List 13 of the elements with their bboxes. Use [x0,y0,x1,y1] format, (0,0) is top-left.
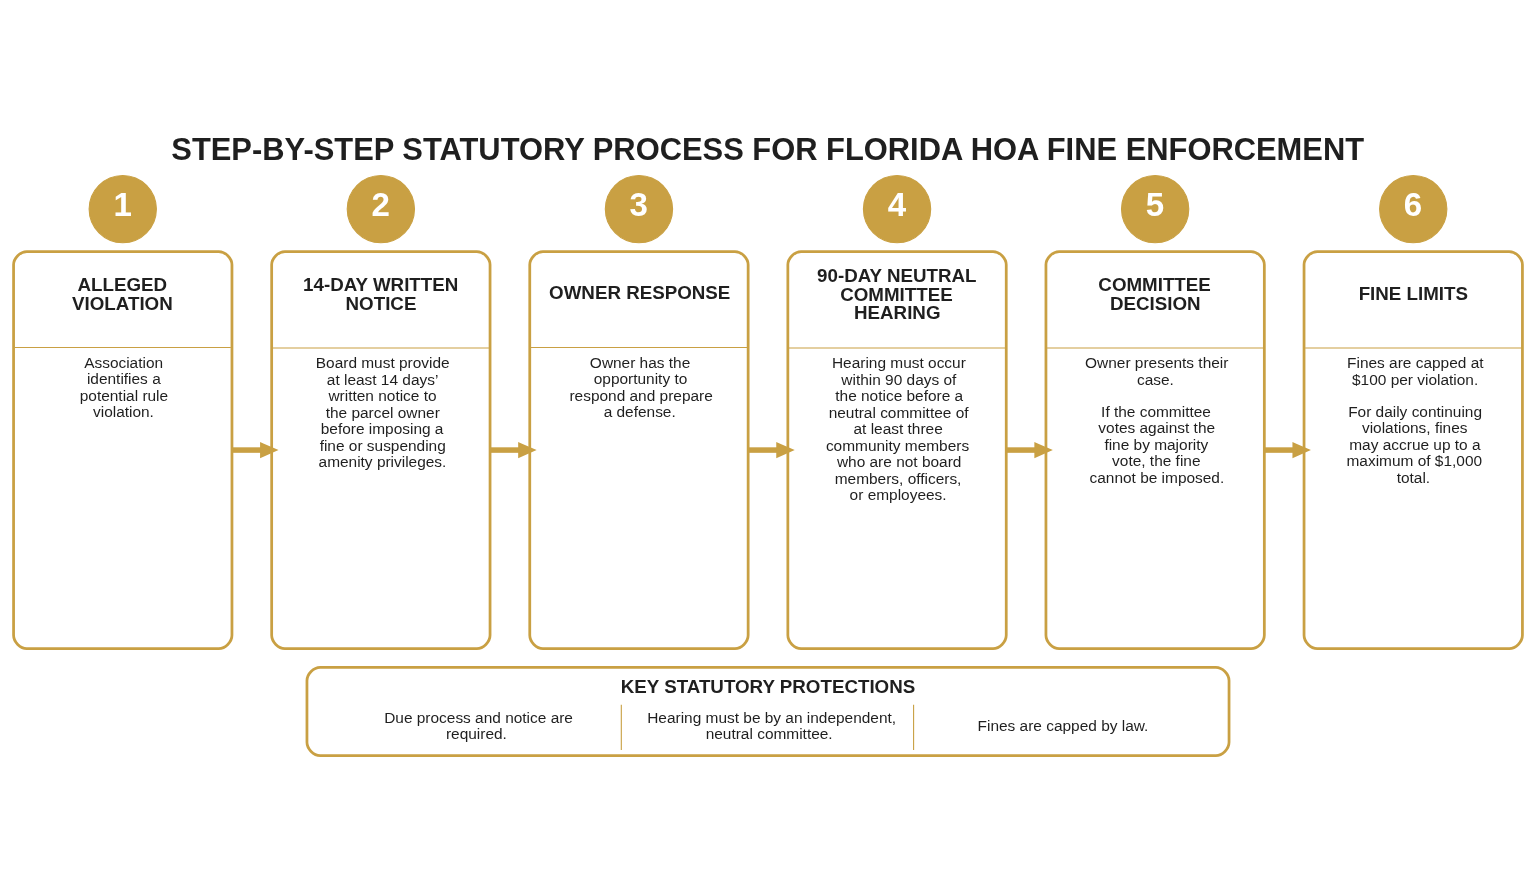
node-circle: 1 [88,174,157,243]
node-circle: 6 [1379,174,1448,243]
arrow [1264,441,1311,458]
arrow [232,441,279,458]
node-circle: 5 [1120,174,1190,243]
node-circle: 3 [604,174,674,243]
diagram-title: STEP-BY-STEP STATUTORY PROCESS FOR FLORIDA HOA FINE ENFORCEMENT [171,131,1365,167]
node-circle: 2 [346,174,416,243]
arrow [490,441,537,458]
arrow [1006,441,1053,458]
arrow [748,441,795,458]
node-box: KEY STATUTORY PROTECTIONS Due process and notice are required. Hearing must be by an independent, neutral committee. Fines are capped by law. [305,665,1231,757]
node-circle: 4 [862,174,932,243]
